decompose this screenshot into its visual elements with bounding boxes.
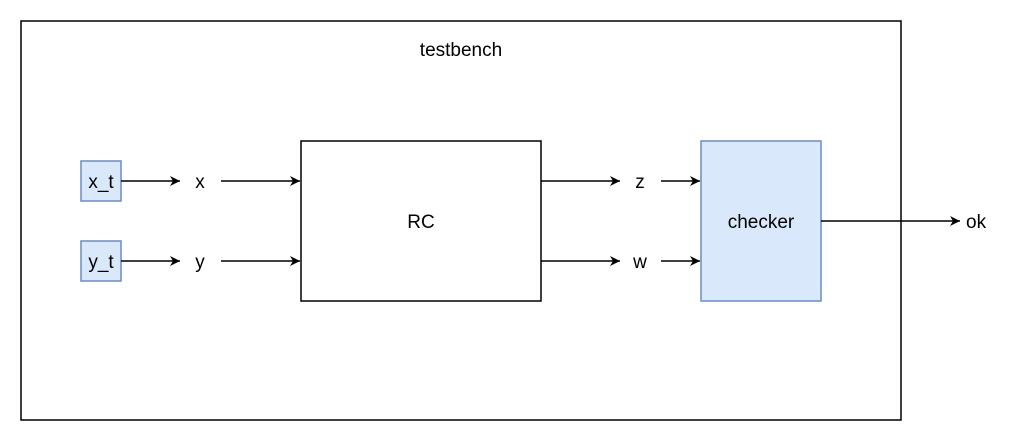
rc-block[interactable]: RC xyxy=(300,140,542,302)
x-stimulus-box[interactable] xyxy=(80,160,122,202)
z-signal-label: z xyxy=(635,172,645,193)
testbench-label: testbench xyxy=(420,40,502,61)
x-signal-label: x xyxy=(195,172,205,193)
checker-label: checker xyxy=(728,212,795,233)
y-signal-label: y xyxy=(195,252,205,273)
stimulus-y[interactable]: y_t xyxy=(80,240,122,282)
rc-box[interactable] xyxy=(300,140,542,302)
checker-block[interactable]: checker xyxy=(700,140,822,302)
rc-label: RC xyxy=(407,212,434,233)
x-stimulus-label: x_t xyxy=(88,172,114,193)
stimulus-x[interactable]: x_t xyxy=(80,160,122,202)
w-signal-label: w xyxy=(632,252,647,273)
ok-label: ok xyxy=(966,212,987,233)
y-stimulus-label: y_t xyxy=(88,252,114,273)
